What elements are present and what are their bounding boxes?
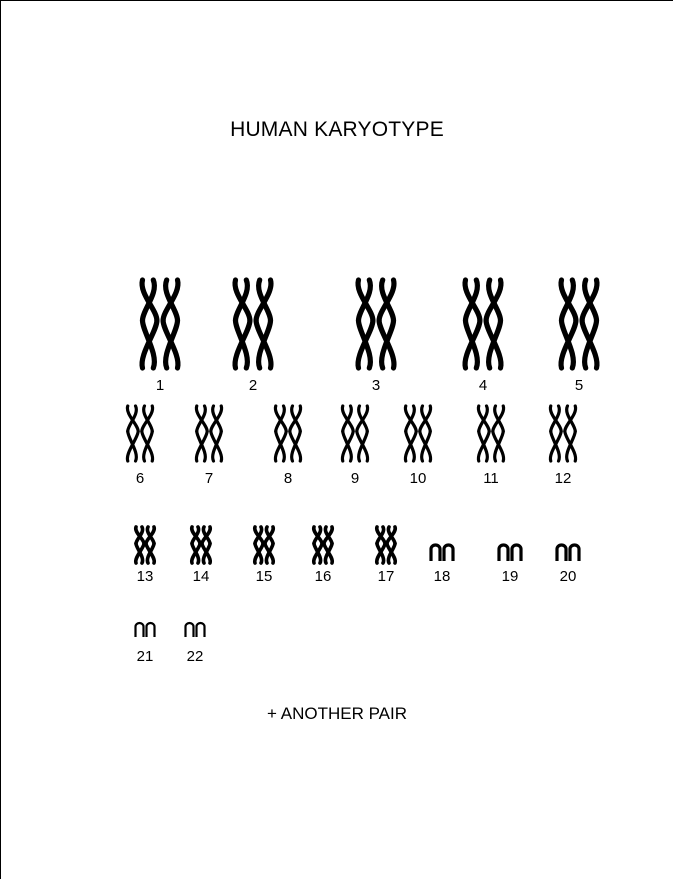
chromosome-label: 8 <box>284 470 292 487</box>
chromosome-icon <box>186 623 205 637</box>
chromosome-icon <box>465 280 501 368</box>
chromosome-label: 1 <box>156 377 164 394</box>
chromosome-pair-2: 2 <box>235 280 271 394</box>
chromosome-pair-12: 12 <box>550 406 575 487</box>
chromosome-pair-22: 22 <box>186 623 205 665</box>
chromosome-icon <box>550 406 575 461</box>
chromosome-icon <box>255 527 274 563</box>
chromosome-label: 14 <box>193 568 210 585</box>
chromosome-label: 11 <box>483 470 499 487</box>
chromosome-label: 22 <box>187 648 204 665</box>
chromosome-icon <box>557 545 579 561</box>
chromosome-icon <box>405 406 430 461</box>
chromosome-icon <box>136 527 155 563</box>
chromosome-pair-14: 14 <box>192 527 211 585</box>
chromosome-pair-6: 6 <box>127 406 152 487</box>
chromosome-label: 5 <box>575 377 583 394</box>
chromosome-pair-9: 9 <box>342 406 367 487</box>
extra-pair-note: + ANOTHER PAIR <box>0 704 674 724</box>
chromosome-label: 4 <box>479 377 487 394</box>
chromosome-pair-15: 15 <box>255 527 274 585</box>
chromosome-pair-10: 10 <box>405 406 430 487</box>
chromosome-icon <box>358 280 394 368</box>
chromosome-label: 20 <box>560 568 577 585</box>
chromosome-pair-20: 20 <box>557 545 579 585</box>
chromosome-label: 21 <box>137 648 154 665</box>
chromosome-label: 15 <box>256 568 273 585</box>
chromosome-pair-18: 18 <box>431 545 453 585</box>
chromosome-label: 2 <box>249 377 257 394</box>
chromosome-pair-8: 8 <box>275 406 300 487</box>
chromosome-pair-19: 19 <box>499 545 521 585</box>
chromosome-icon <box>142 280 178 368</box>
chromosome-pair-7: 7 <box>196 406 221 487</box>
chromosome-pair-17: 17 <box>377 527 396 585</box>
chromosome-pair-4: 4 <box>465 280 501 394</box>
chromosome-icon <box>377 527 396 563</box>
chromosome-label: 18 <box>434 568 451 585</box>
chromosome-label: 17 <box>378 568 395 585</box>
chromosome-icon <box>314 527 333 563</box>
chromosome-pair-3: 3 <box>358 280 394 394</box>
chromosome-icon <box>275 406 300 461</box>
chromosome-pair-13: 13 <box>136 527 155 585</box>
chromosome-pair-5: 5 <box>561 280 597 394</box>
chromosome-label: 3 <box>372 377 380 394</box>
chromosome-icon <box>136 623 155 637</box>
chromosome-pair-11: 11 <box>478 406 503 487</box>
chromosome-icon <box>196 406 221 461</box>
chromosome-icon <box>431 545 453 561</box>
chromosome-pair-16: 16 <box>314 527 333 585</box>
chromosome-label: 16 <box>315 568 332 585</box>
chromosome-label: 13 <box>137 568 154 585</box>
chromosome-label: 12 <box>555 470 572 487</box>
chromosome-icon <box>478 406 503 461</box>
chromosome-icon <box>235 280 271 368</box>
chromosome-label: 6 <box>136 470 144 487</box>
chromosome-label: 19 <box>502 568 519 585</box>
chromosome-pair-1: 1 <box>142 280 178 394</box>
chromosome-icon <box>342 406 367 461</box>
chromosome-icon <box>192 527 211 563</box>
chromosome-label: 10 <box>410 470 427 487</box>
chromosome-pair-21: 21 <box>136 623 155 665</box>
chromosome-label: 9 <box>351 470 359 487</box>
chromosome-icon <box>561 280 597 368</box>
chromosome-label: 7 <box>205 470 213 487</box>
chromosome-icon <box>127 406 152 461</box>
chromosome-icon <box>499 545 521 561</box>
